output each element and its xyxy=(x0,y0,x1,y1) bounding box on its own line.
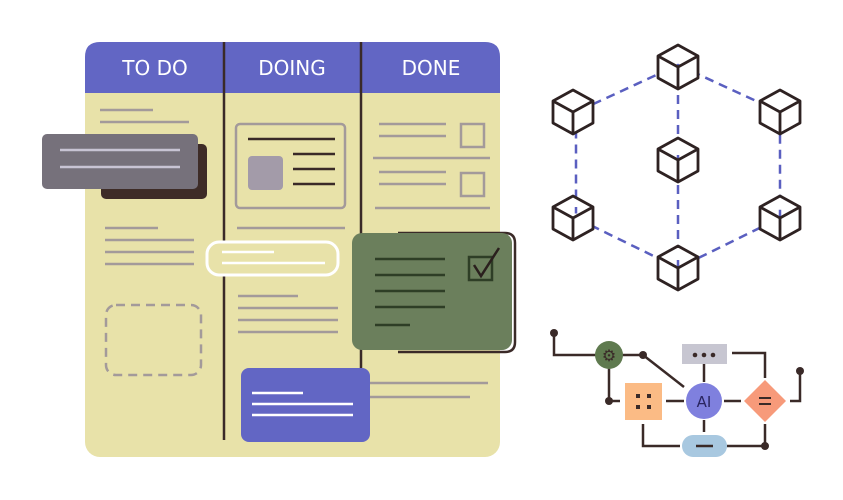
equals-icon xyxy=(759,397,771,405)
checkmark-icon xyxy=(472,247,501,279)
done-text-lines xyxy=(370,122,490,399)
column-header-done: DONE xyxy=(402,56,461,80)
connector-dots xyxy=(550,329,804,450)
ellipsis-icon xyxy=(692,352,716,358)
cube-icon xyxy=(551,88,595,136)
ai-flow-diagram: ⚙ AI xyxy=(550,329,804,457)
gear-node xyxy=(595,341,623,369)
gray-task-card[interactable] xyxy=(42,134,198,189)
column-header-doing: DOING xyxy=(258,56,326,80)
cube-icon xyxy=(551,194,595,242)
ai-label: AI xyxy=(697,393,712,411)
checkbox-unchecked[interactable] xyxy=(459,171,486,198)
cube-icon xyxy=(656,136,700,184)
decision-node xyxy=(744,380,786,422)
grid-dots-icon xyxy=(636,394,651,409)
image-placeholder-icon xyxy=(248,156,283,190)
cube-network xyxy=(551,43,802,292)
cube-icon xyxy=(758,88,802,136)
doing-card[interactable] xyxy=(234,122,347,210)
ai-node xyxy=(686,383,722,419)
cube-icon xyxy=(758,194,802,242)
dragging-card-outline[interactable] xyxy=(205,240,340,277)
doing-text-lines xyxy=(238,294,338,334)
todo-text-lines xyxy=(100,108,194,266)
board-header xyxy=(85,42,500,93)
grid-node xyxy=(625,383,662,420)
kanban-board: TO DO DOING DONE xyxy=(42,42,517,457)
cube-icon xyxy=(656,244,700,292)
empty-card-placeholder[interactable] xyxy=(104,303,203,377)
column-header-todo: TO DO xyxy=(121,56,187,80)
checkbox-checked[interactable] xyxy=(467,255,494,282)
checkbox-unchecked[interactable] xyxy=(459,122,486,149)
cube-icon xyxy=(656,43,700,91)
card-shadow-outline xyxy=(398,231,517,354)
flow-connectors xyxy=(552,333,802,448)
gear-icon: ⚙ xyxy=(602,346,616,365)
